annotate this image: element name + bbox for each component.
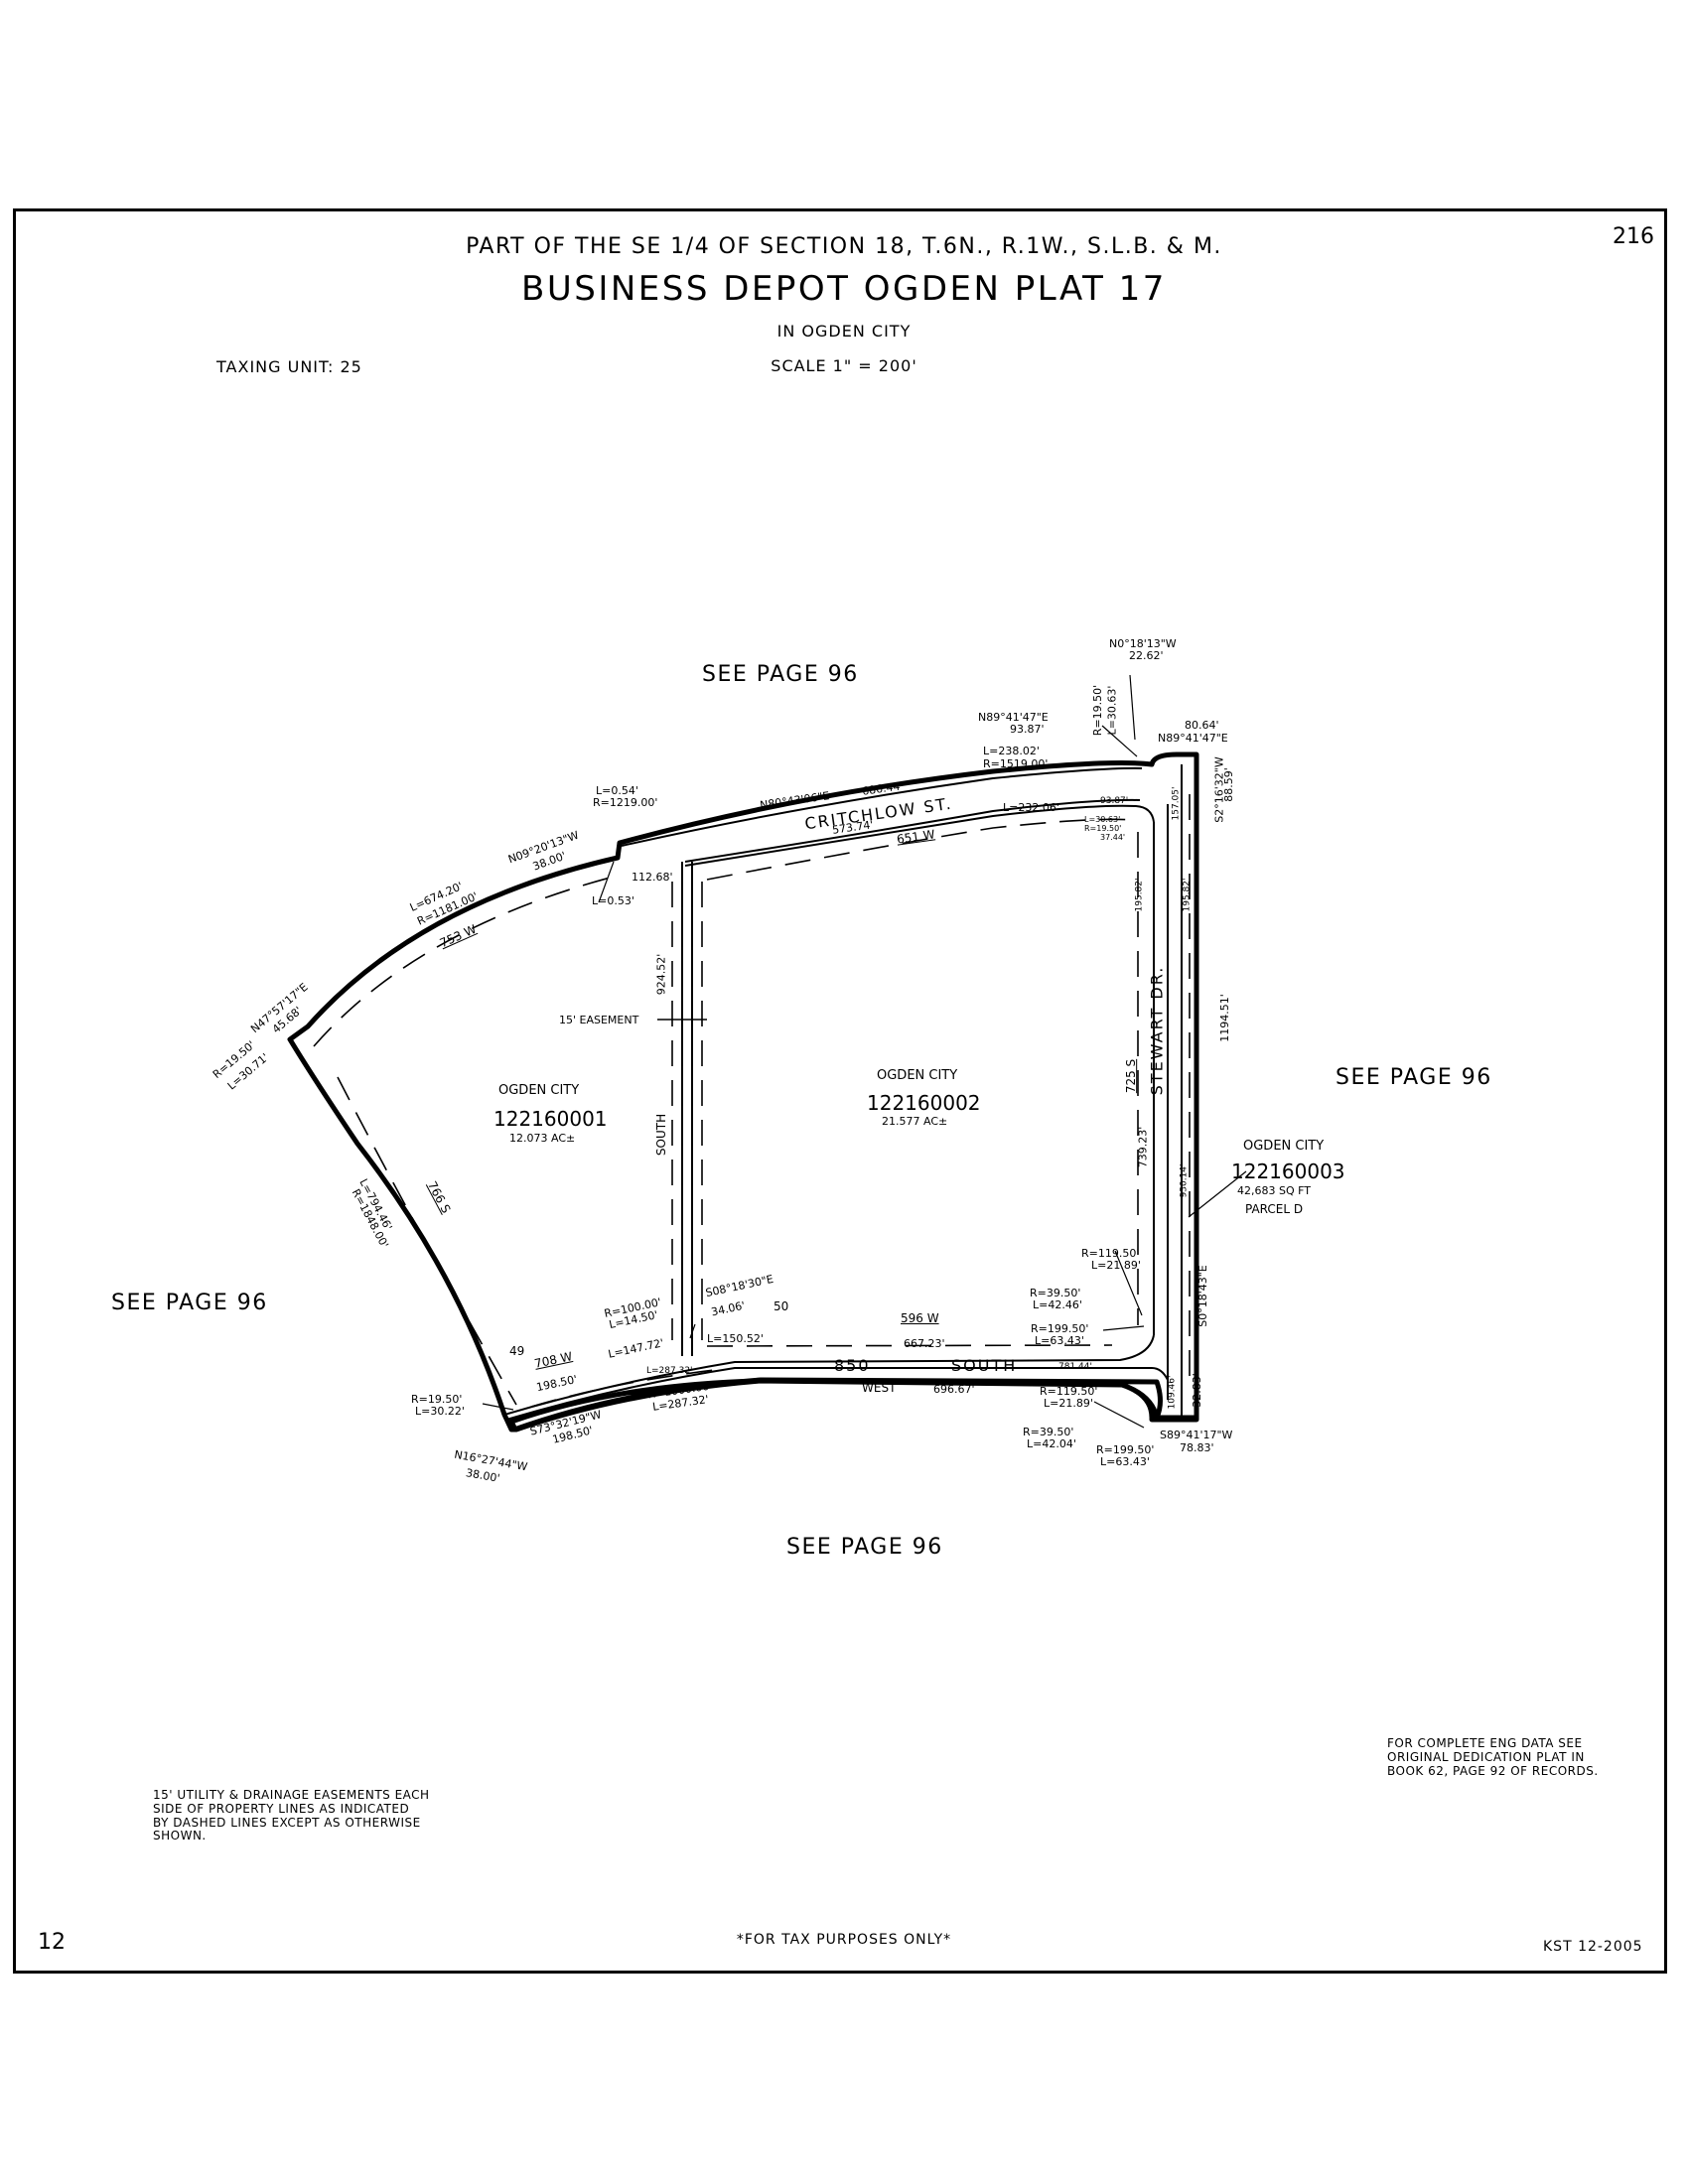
scale-label: SCALE 1" = 200': [771, 356, 917, 375]
dim-label: 667.23': [904, 1337, 945, 1350]
critchlow-north-row: [621, 766, 1143, 847]
dim-label: 88.59': [1221, 767, 1235, 802]
street-850: 850: [834, 1356, 871, 1375]
page-number-right: 216: [1613, 224, 1654, 249]
parcel-3-area: 42,683 SQ FT: [1237, 1184, 1311, 1197]
dim-label: R=39.50': [1030, 1287, 1081, 1299]
south-850-north-row-2: [505, 1367, 1169, 1421]
plat-title: BUSINESS DEPOT OGDEN PLAT 17: [521, 269, 1167, 309]
sheet-border: [13, 208, 1667, 1974]
dim-label: L=21.89': [1091, 1259, 1141, 1272]
dim-label: 739.23': [1136, 1126, 1150, 1168]
dim-label: 195.82': [1182, 878, 1193, 912]
dim-label: L=30.22': [415, 1405, 465, 1418]
dim-label: N89°41'47"E: [978, 711, 1049, 724]
dim-label: 22.62': [1129, 649, 1164, 662]
parcel-3-id[interactable]: 122160003: [1231, 1160, 1345, 1183]
dim-label: 195.82': [1134, 878, 1145, 912]
parcel-3-label: PARCEL D: [1245, 1202, 1304, 1216]
dim-label: S0°18'43"E: [1196, 1265, 1209, 1327]
dim-label: L=0.54': [596, 784, 638, 797]
dim-label: N89°41'47"E: [1158, 732, 1228, 745]
tax-purposes-note: *FOR TAX PURPOSES ONLY*: [736, 1932, 952, 1948]
dim-label: L=150.52': [707, 1332, 764, 1345]
dim-label: 930.14': [1179, 1163, 1190, 1198]
dim-label: 924.52': [654, 953, 668, 996]
dim-label: L=21.89': [1044, 1397, 1093, 1410]
critchlow-south-row: [684, 798, 1141, 863]
parcel-2-area: 21.577 AC±: [882, 1115, 948, 1128]
dim-label: 80.64': [1185, 719, 1219, 732]
see-page-top[interactable]: SEE PAGE 96: [702, 662, 859, 687]
dim-label: 93.87': [1100, 796, 1129, 806]
street-south-vertical: SOUTH: [654, 1113, 669, 1157]
see-page-left[interactable]: SEE PAGE 96: [111, 1291, 268, 1315]
street-south: SOUTH: [951, 1356, 1018, 1375]
dim-label: R=1219.00': [593, 796, 658, 809]
dim-label: 93.87': [1010, 723, 1045, 736]
dim-label: L=287.32': [646, 1366, 693, 1376]
dim-label: 1194.51': [1217, 994, 1231, 1042]
dim-label: L=232.06': [1003, 801, 1059, 814]
street-west: WEST: [862, 1381, 897, 1395]
dim-label: S89°41'17"W: [1160, 1429, 1233, 1441]
dim-label: N0°18'13"W: [1109, 637, 1177, 650]
dim-label: 112.68': [632, 871, 673, 884]
dim-label: R=119.50': [1040, 1385, 1098, 1398]
parcel-3-owner: OGDEN CITY: [1243, 1139, 1325, 1154]
dim-label: R=199.50': [1096, 1443, 1155, 1456]
dim-label: 78.83': [1180, 1441, 1214, 1454]
eng-data-note: FOR COMPLETE ENG DATA SEE ORIGINAL DEDIC…: [1387, 1736, 1599, 1778]
dim-label: 32.83': [1190, 1373, 1203, 1408]
dim-label: L=238.02': [983, 745, 1040, 757]
dim-label: L=63.43': [1035, 1334, 1084, 1347]
dim-label: R=1519.00': [983, 757, 1049, 770]
parcel-2-id[interactable]: 122160002: [867, 1091, 981, 1115]
dim-label: 781.44': [1058, 1362, 1092, 1372]
see-page-bottom[interactable]: SEE PAGE 96: [786, 1535, 943, 1560]
dim-label: R=19.50': [411, 1393, 463, 1406]
dim-label: L=0.53': [592, 894, 634, 907]
dim-label: R=119.50': [1081, 1247, 1140, 1260]
dim-label: R=39.50': [1023, 1426, 1074, 1438]
leader-lines: [482, 674, 1247, 1429]
parcel-2-owner: OGDEN CITY: [877, 1068, 958, 1083]
taxing-unit: TAXING UNIT: 25: [216, 357, 362, 376]
city-line: IN OGDEN CITY: [776, 322, 912, 341]
dim-label: R=19.50': [1084, 824, 1122, 833]
drafter-stamp: KST 12-2005: [1543, 1939, 1643, 1955]
dim-label: L=42.46': [1033, 1298, 1082, 1311]
easement-label: 15' EASEMENT: [559, 1014, 639, 1026]
street-stewart: STEWART DR.: [1147, 965, 1167, 1096]
south-850-north-row: [503, 1334, 1155, 1416]
dim-label: L=63.43': [1100, 1455, 1150, 1468]
lot-number: 49: [509, 1344, 525, 1358]
dim-label: 725 S: [1124, 1058, 1139, 1094]
dim-label: 109.46': [1167, 1375, 1178, 1410]
see-page-right[interactable]: SEE PAGE 96: [1336, 1065, 1492, 1090]
parcel-1-id[interactable]: 122160001: [493, 1107, 608, 1131]
easement-note: 15' UTILITY & DRAINAGE EASEMENTS EACH SI…: [153, 1788, 430, 1843]
parcel-1-area: 12.073 AC±: [509, 1132, 576, 1145]
section-description: PART OF THE SE 1/4 OF SECTION 18, T.6N.,…: [466, 234, 1222, 259]
dim-label: 157.05': [1171, 786, 1182, 821]
dim-label: 696.67': [933, 1383, 975, 1396]
dim-label: L=30.63': [1084, 815, 1121, 824]
dim-label: L=30.63': [1105, 685, 1119, 736]
dim-label: R=199.50': [1031, 1322, 1089, 1335]
page-number-left: 12: [38, 1930, 66, 1955]
dim-label: 596 W: [901, 1311, 939, 1325]
dim-label: L=42.04': [1027, 1437, 1076, 1450]
easement-lines: [313, 794, 1191, 1408]
dim-label: 37.44': [1100, 833, 1126, 842]
parcel-1-owner: OGDEN CITY: [498, 1083, 580, 1098]
lot-number: 50: [774, 1299, 789, 1313]
critchlow-south-row-2: [684, 804, 1155, 867]
dim-label: R=19.50': [1091, 684, 1105, 737]
